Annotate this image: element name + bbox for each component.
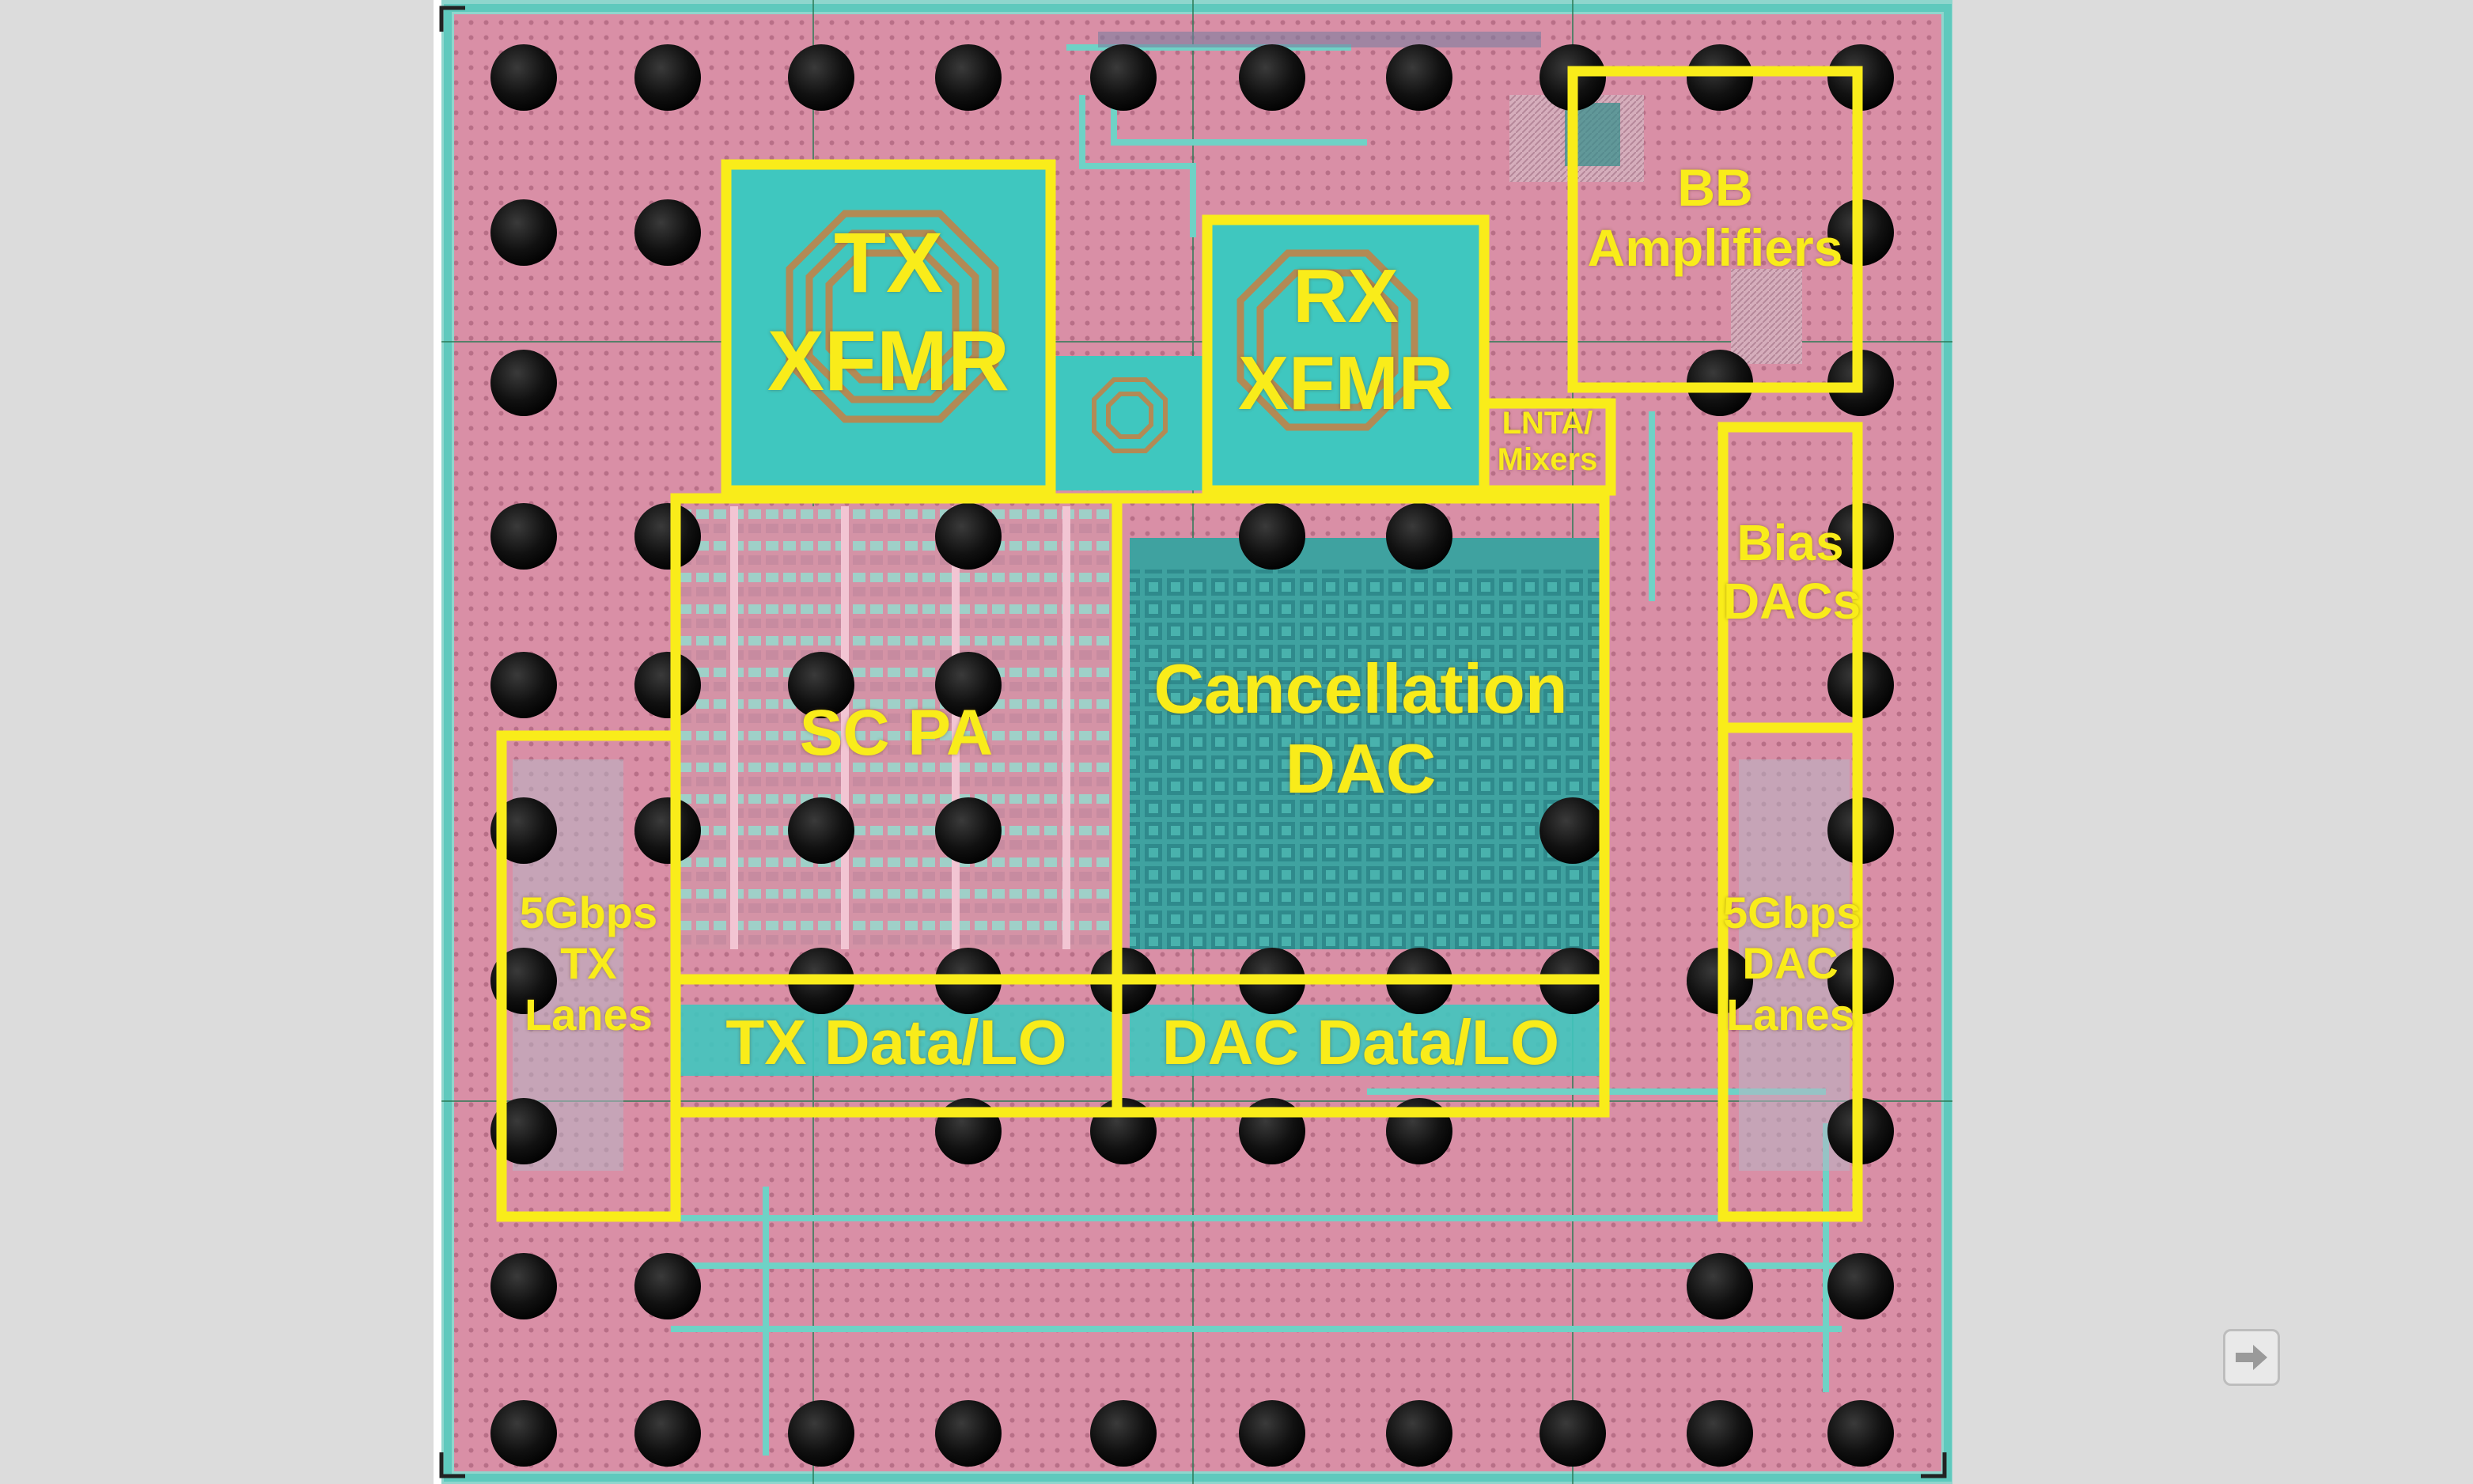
small-inductor — [1092, 377, 1168, 453]
bias-dacs-label: Bias DACs — [1723, 514, 1861, 630]
cancellation-dac-label: Cancellation DAC — [1153, 649, 1568, 808]
lnta-mixers-label: LNTA/ Mixers — [1497, 406, 1598, 477]
rx-xfmr-outline — [1202, 214, 1490, 496]
tx-inductor-coil — [786, 210, 999, 423]
dac-data-lo-label: DAC Data/LO — [1161, 1007, 1560, 1077]
next-image-button[interactable] — [2223, 1329, 2280, 1386]
sc-pa-array — [679, 506, 1114, 949]
bb-amplifiers-outline — [1567, 66, 1863, 393]
dac-lanes-label: 5Gbps DAC Lanes — [1723, 888, 1861, 1039]
image-viewer: TX XFMR RX XFMR BB Amplifiers LNTA/ Mixe… — [434, 0, 2280, 1484]
arrow-right-icon — [2236, 1345, 2267, 1370]
rx-xfmr-label: RX XFMR — [1238, 254, 1453, 426]
die-micrograph — [439, 0, 1952, 1484]
dac-data-lo-outline — [1112, 974, 1610, 1118]
sc-pa-label: SC PA — [799, 697, 994, 769]
rx-xfmr-region — [1209, 221, 1486, 490]
block-outlines — [496, 66, 1863, 1222]
bb-amplifiers-label: BB Amplifiers — [1587, 158, 1843, 277]
tx-xfmr-label: TX XFMR — [767, 214, 1009, 409]
rx-inductor-coil — [1236, 249, 1418, 431]
dac-lanes-outline — [1717, 722, 1863, 1222]
lnta-mixers-outline — [1479, 398, 1616, 496]
tx-lanes-label: 5Gbps TX Lanes — [519, 888, 658, 1039]
tx-data-lo-label: TX Data/LO — [725, 1007, 1067, 1077]
tx-xfmr-outline — [721, 159, 1056, 496]
cancellation-dac-array — [1130, 570, 1604, 949]
